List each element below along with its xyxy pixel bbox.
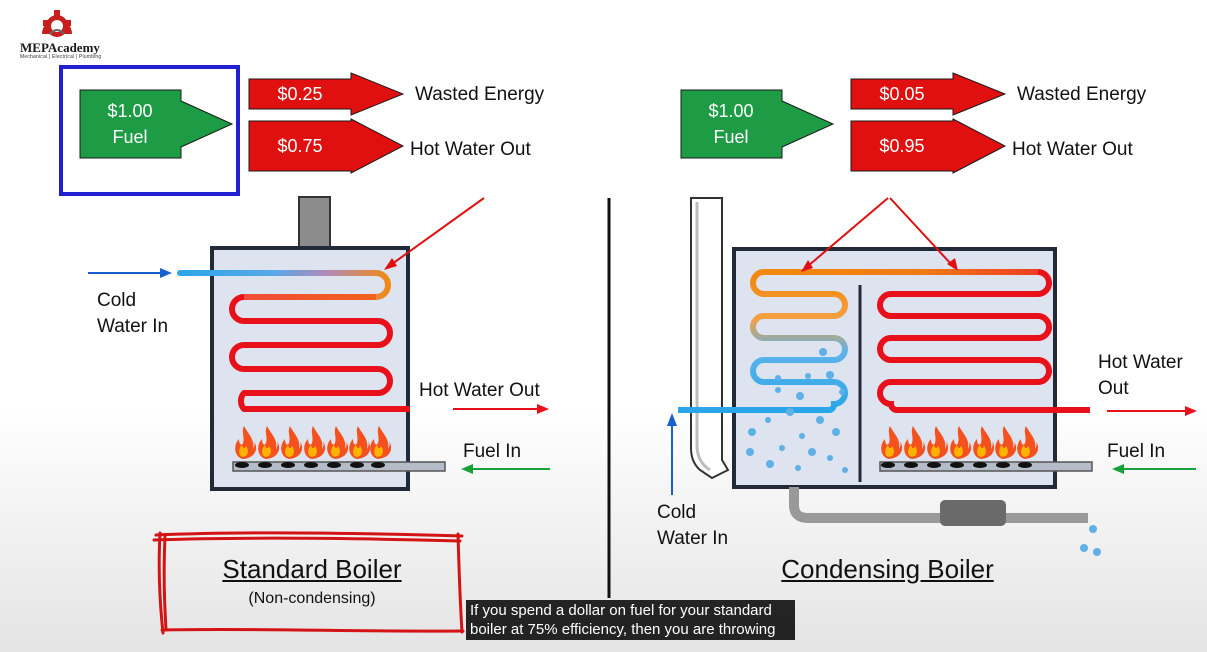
condensing-hot-arrow (850, 118, 1007, 174)
condensing-hot-out-arrow (1107, 406, 1197, 416)
condensing-cold-water-label: Cold Water In (657, 502, 729, 549)
heat-exchanger-coil (877, 269, 1090, 413)
condensing-fuel-arrow (680, 89, 835, 159)
standard-boiler-title-box (152, 531, 465, 635)
condensing-boiler (678, 197, 1101, 556)
standard-boiler-title: Standard Boiler (222, 554, 402, 584)
logo-name: MEPAcademy (20, 40, 100, 55)
condensate-droplets (746, 348, 1101, 556)
caption-line-1: If you spend a dollar on fuel for your s… (470, 602, 772, 619)
condensate-trap (940, 500, 1006, 526)
caption-line-2: boiler at 75% efficiency, then you are t… (470, 621, 776, 638)
condensing-boiler-title: Condensing Boiler (781, 554, 994, 584)
heat-exchanger-coil (229, 294, 410, 412)
standard-fuel-amount: $1.00 (107, 101, 153, 121)
mep-academy-logo-icon (42, 10, 72, 37)
cold-water-pipe (177, 270, 391, 300)
standard-fuel-label-group: $1.00 Fuel (80, 98, 180, 150)
highlight-box (59, 65, 240, 196)
condensing-pointer-arrows (801, 197, 958, 272)
standard-wasted-label: Wasted Energy (415, 84, 545, 105)
condensing-fuel-amount: $1.00 (708, 101, 754, 121)
standard-wasted-amount: $0.25 (277, 84, 323, 104)
standard-hot-amount: $0.75 (277, 136, 323, 156)
standard-cold-in-arrow (88, 268, 172, 278)
standard-wasted-arrow (248, 72, 405, 116)
logo-tagline: Mechanical | Electrical | Plumbing (20, 54, 102, 60)
condensing-hot-amount: $0.95 (879, 136, 925, 156)
standard-pointer-arrow (384, 197, 485, 270)
standard-fuel-in-label: Fuel In (463, 441, 522, 462)
condensing-wasted-label: Wasted Energy (1017, 84, 1147, 105)
standard-hot-label: Hot Water Out (410, 139, 531, 160)
condensate-drain (789, 487, 1088, 523)
video-caption: If you spend a dollar on fuel for your s… (466, 600, 795, 640)
standard-hot-out-arrow (453, 404, 549, 414)
condensing-wasted-arrow (850, 72, 1007, 116)
standard-cold-water-label: Cold Water In (97, 290, 169, 337)
condensing-wasted-amount: $0.05 (879, 84, 925, 104)
condensing-hot-label: Hot Water Out (1012, 139, 1133, 160)
standard-boiler (177, 196, 446, 491)
standard-boiler-subtitle: (Non-condensing) (248, 590, 376, 607)
condensing-hot-water-out-label: Hot Water Out (1098, 352, 1183, 399)
standard-hot-water-out-label: Hot Water Out (419, 380, 540, 401)
standard-fuel-arrow (79, 89, 234, 159)
condensing-fuel-label-group: $1.00 Fuel (681, 98, 781, 150)
condensing-fuel-in-arrow (1112, 464, 1196, 474)
condensing-fuel-label: Fuel (713, 127, 749, 147)
condensing-fuel-in-label: Fuel In (1107, 441, 1166, 462)
condensing-cold-in-arrow (667, 413, 677, 495)
standard-fuel-in-arrow (461, 464, 550, 474)
condensing-coil (678, 269, 1038, 413)
standard-hot-arrow (248, 118, 405, 174)
standard-fuel-label: Fuel (112, 127, 148, 147)
flue-pipe (298, 196, 331, 248)
